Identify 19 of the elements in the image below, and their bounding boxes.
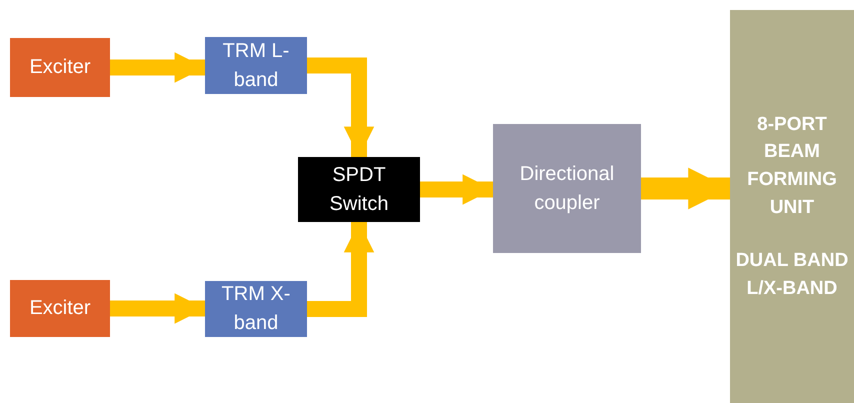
node-label: Exciter [29,55,91,80]
node-label: DUAL BAND L/X-BAND [734,249,850,301]
arrow [641,168,730,210]
node-label: Directional coupler [518,162,616,216]
arrow [420,174,493,205]
node-label: TRM X-band [220,282,292,336]
module-box [205,281,307,337]
coupler-box [493,124,641,253]
source-box [10,280,110,337]
switch-box [298,157,420,222]
node-label: TRM L-band [222,38,290,92]
source-box [10,38,110,97]
arrow [110,52,205,83]
arrow [110,293,205,324]
node-label: Exciter [29,296,91,321]
unit-panel [730,10,854,403]
node-label: SPDT Switch [328,162,390,216]
module-box [205,37,307,94]
node-label: 8-PORT BEAM FORMING UNIT [746,112,838,220]
